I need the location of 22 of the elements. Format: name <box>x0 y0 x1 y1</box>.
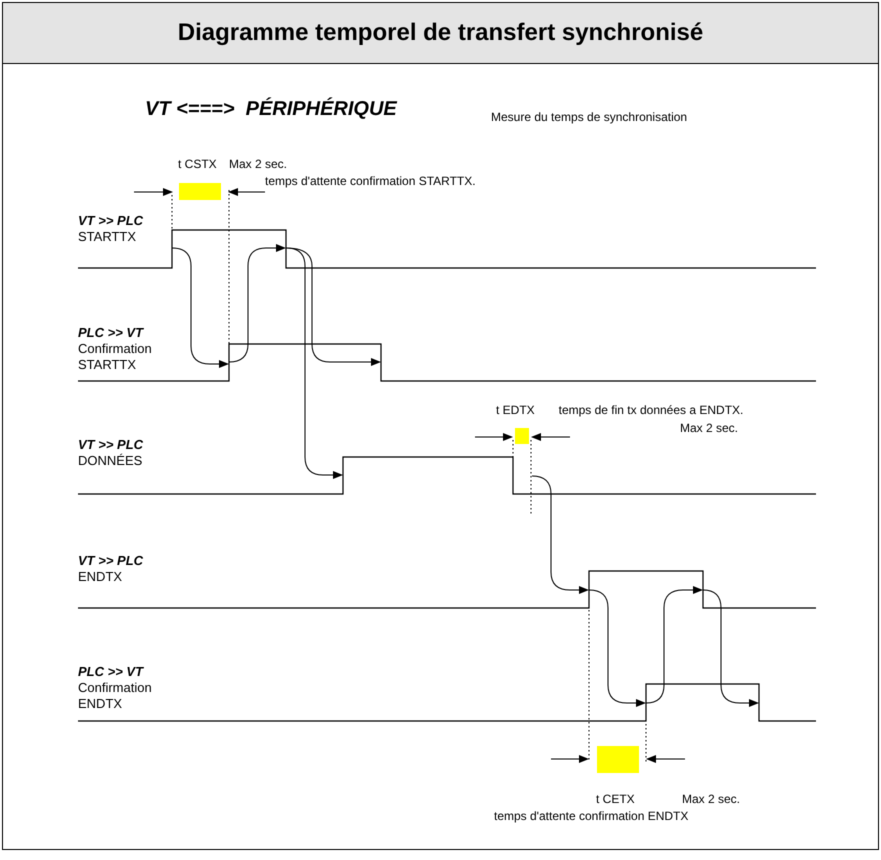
timing-label: t EDTX <box>496 402 535 418</box>
signal-name: DONNÉES <box>78 453 142 469</box>
signal-direction: VT >> PLC <box>78 213 144 229</box>
limit-note: Max 2 sec. <box>229 156 288 172</box>
title: Diagramme temporel de transfert synchronisé <box>176 18 704 48</box>
signal-name: STARTTX <box>78 229 136 245</box>
signal-direction: VT >> PLC <box>78 437 144 453</box>
signal-name: ENDTX <box>78 569 122 585</box>
subtitle: Mesure du temps de synchronisation <box>491 109 688 125</box>
timing-label: t CSTX <box>178 156 217 172</box>
heading: VT <===> PÉRIPHÉRIQUE <box>145 97 397 121</box>
timing-description: temps d'attente confirmation ENDTX <box>494 808 688 824</box>
signal-name: Confirmation STARTTX <box>78 341 153 373</box>
signal-direction: PLC >> VT <box>78 325 144 341</box>
signal-direction: VT >> PLC <box>78 553 144 569</box>
signal-name: Confirmation ENDTX <box>78 680 153 712</box>
signal-direction: PLC >> VT <box>78 664 144 680</box>
limit-note: Max 2 sec. <box>680 420 738 436</box>
timing-description: temps d'attente confirmation STARTTX. <box>265 173 476 189</box>
timing-label: t CETX <box>596 791 635 807</box>
timing-description: temps de fin tx données a ENDTX. <box>558 402 744 418</box>
limit-note: Max 2 sec. <box>682 791 740 807</box>
